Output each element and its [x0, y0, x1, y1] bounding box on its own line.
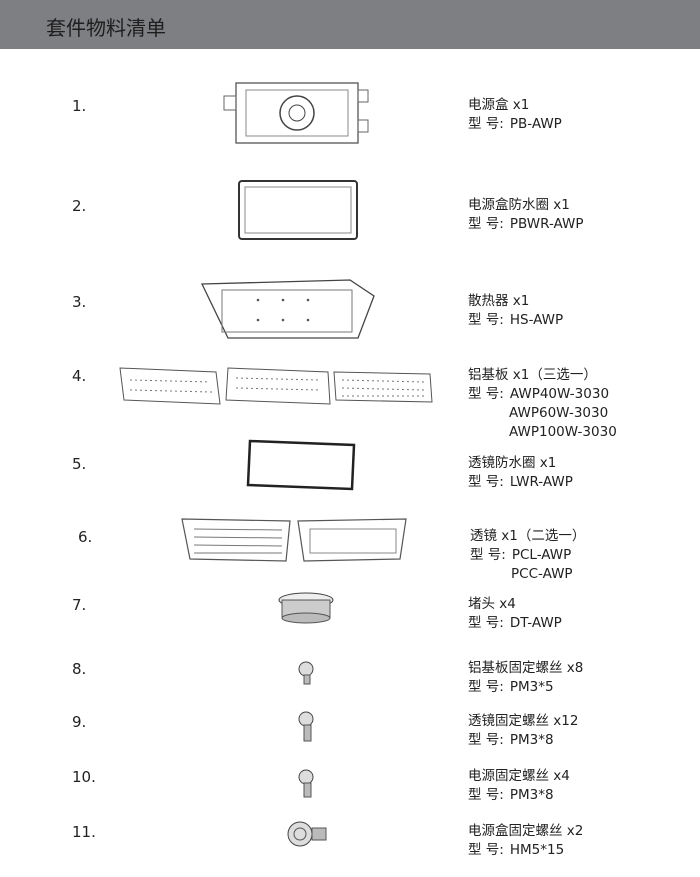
model-number: HM5*15: [509, 842, 565, 858]
lens-gasket-image: [244, 437, 360, 493]
model-label: 型 号:: [468, 787, 504, 803]
item-number: 11.: [72, 823, 96, 841]
model-label: 型 号:: [470, 547, 506, 563]
model-number: PCL-AWP: [511, 547, 572, 563]
item-number: 9.: [72, 713, 87, 731]
item-number: 7.: [72, 596, 87, 614]
model-line: 型 号: HM5*15: [468, 841, 583, 860]
model-label: 型 号:: [468, 386, 504, 402]
item-description: 透镜 x1（二选一） 型 号: PCL-AWP PCC-AWP: [470, 527, 585, 584]
model-number: DT-AWP: [509, 615, 562, 631]
item-description: 电源盒固定螺丝 x2 型 号: HM5*15: [468, 822, 583, 860]
item-description: 散热器 x1 型 号: HS-AWP: [468, 292, 563, 330]
aluminum-boards-image: [116, 364, 436, 408]
item-name: 铝基板 x1（三选一）: [468, 367, 597, 383]
model-line: 型 号: PM3*8: [468, 786, 570, 805]
model-line: 型 号: PCL-AWP: [470, 546, 585, 565]
plug-image: [276, 590, 336, 626]
model-label: 型 号:: [468, 615, 504, 631]
model-number: PBWR-AWP: [509, 216, 584, 232]
item-number: 6.: [78, 528, 93, 546]
model-line: 型 号: PM3*5: [468, 678, 583, 697]
model-label: 型 号:: [468, 116, 504, 132]
item-number: 4.: [72, 367, 87, 385]
model-line: 型 号: PBWR-AWP: [468, 215, 584, 234]
page-header: 套件物料清单: [0, 0, 700, 49]
item-number: 10.: [72, 768, 96, 786]
model-label: 型 号:: [468, 679, 504, 695]
screw-power-image: [296, 768, 320, 800]
item-description: 铝基板固定螺丝 x8 型 号: PM3*5: [468, 659, 583, 697]
item-number: 2.: [72, 197, 87, 215]
heatsink-image: [198, 272, 378, 344]
page-title: 套件物料清单: [46, 16, 166, 40]
item-description: 透镜防水圈 x1 型 号: LWR-AWP: [468, 454, 573, 492]
item-name: 电源盒 x1: [468, 97, 530, 113]
item-number: 5.: [72, 455, 87, 473]
item-name: 透镜固定螺丝 x12: [468, 713, 579, 729]
model-line: 型 号: PB-AWP: [468, 115, 562, 134]
model-number: AWP40W-3030: [509, 386, 610, 402]
model-number: AWP60W-3030: [509, 405, 609, 421]
item-name: 电源盒防水圈 x1: [468, 197, 570, 213]
model-line: 型 号: LWR-AWP: [468, 473, 573, 492]
screw-hm5x15-image: [286, 818, 330, 852]
power-box-gasket-image: [236, 178, 360, 242]
item-name: 散热器 x1: [468, 293, 530, 309]
model-label: 型 号:: [468, 474, 504, 490]
item-description: 电源固定螺丝 x4 型 号: PM3*8: [468, 767, 570, 805]
model-line: 型 号: AWP40W-3030: [468, 385, 617, 404]
item-description: 堵头 x4 型 号: DT-AWP: [468, 595, 562, 633]
item-number: 3.: [72, 293, 87, 311]
item-name: 透镜 x1（二选一）: [470, 528, 586, 544]
model-number: LWR-AWP: [509, 474, 573, 490]
model-label: 型 号:: [468, 312, 504, 328]
item-number: 8.: [72, 660, 87, 678]
model-number: PM3*5: [509, 679, 554, 695]
model-number: AWP100W-3030: [509, 424, 617, 440]
model-line: 型 号: PM3*8: [468, 731, 578, 750]
item-name: 透镜防水圈 x1: [468, 455, 557, 471]
model-line: 型 号: DT-AWP: [468, 614, 562, 633]
model-number: HS-AWP: [509, 312, 564, 328]
model-number: PB-AWP: [509, 116, 562, 132]
model-label: 型 号:: [468, 216, 504, 232]
item-name: 堵头 x4: [468, 596, 516, 612]
model-number: PM3*8: [509, 732, 554, 748]
lenses-image: [178, 515, 410, 565]
screw-pm3x8-image: [296, 710, 320, 744]
item-description: 电源盒 x1 型 号: PB-AWP: [468, 96, 562, 134]
model-number: PCC-AWP: [511, 566, 573, 582]
item-name: 电源固定螺丝 x4: [468, 768, 570, 784]
item-name: 铝基板固定螺丝 x8: [468, 660, 584, 676]
model-label: 型 号:: [468, 842, 504, 858]
item-description: 透镜固定螺丝 x12 型 号: PM3*8: [468, 712, 578, 750]
item-number: 1.: [72, 97, 87, 115]
item-description: 电源盒防水圈 x1 型 号: PBWR-AWP: [468, 196, 584, 234]
model-line: 型 号: HS-AWP: [468, 311, 563, 330]
screw-pm3x5-image: [296, 660, 318, 686]
model-number: PM3*8: [509, 787, 554, 803]
item-name: 电源盒固定螺丝 x2: [468, 823, 584, 839]
model-label: 型 号:: [468, 732, 504, 748]
power-box-image: [222, 78, 372, 148]
